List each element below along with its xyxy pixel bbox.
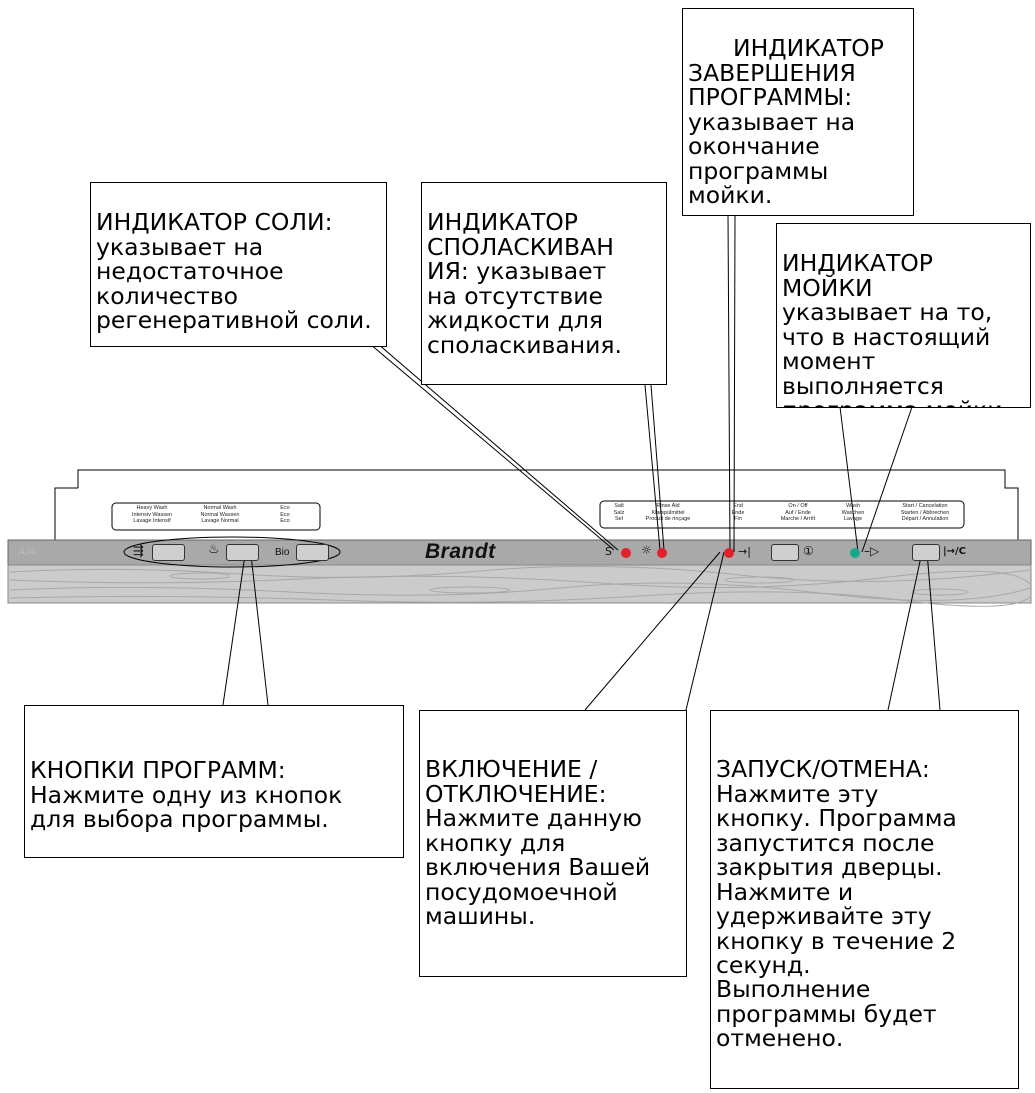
heavy-wash-label: Heavy Wash Intensiv Wassen Lavage Intens… [131,505,173,525]
on-off-callout: ВКЛЮЧЕНИЕ / ОТКЛЮЧЕНИЕ: Нажмите данную к… [419,710,687,977]
wash-indicator-text: ИНДИКАТОР МОЙКИ указывает на то, что в н… [782,249,1003,407]
rinse-aid-label: Rinse Aid Klarspülmittel Produit de rinç… [645,503,691,523]
normal-wash-label: Normal Wash Normal Wassen Lavage Normal [200,505,240,525]
eco-label: Eco Eco Eco [280,505,290,525]
start-leader-2 [926,551,941,711]
brand-logo: Brandt [425,540,496,563]
end-label: End Ende Fin [731,503,745,523]
start-cancel-callout: ЗАПУСК/ОТМЕНА: Нажмите эту кнопку. Прогр… [710,710,1019,1089]
rinse-indicator-text: ИНДИКАТОР СПОЛАСКИВАН ИЯ: указывает на о… [427,208,622,359]
bio-label: Bio [275,547,290,558]
onoff-leader [584,551,721,711]
rinse-indicator-light [657,548,667,558]
salt-indicator-light [621,548,631,558]
wash-icon: –▷ [864,544,880,558]
on-off-text: ВКЛЮЧЕНИЕ / ОТКЛЮЧЕНИЕ: Нажмите данную к… [425,755,651,931]
heavy-wash-icon: ⇶ [133,544,144,559]
eco-bio-button[interactable] [296,544,329,561]
wash-indicator-callout: ИНДИКАТОР МОЙКИ указывает на то, что в н… [776,223,1031,408]
wash-leader-2 [861,406,913,553]
end-indicator-text: ИНДИКАТОР ЗАВЕРШЕНИЯ ПРОГРАММЫ: указывае… [688,34,884,210]
start-cancel-label: Start / Cancelation Starten / Abbrechen … [900,503,950,523]
end-indicator-callout: ИНДИКАТОР ЗАВЕРШЕНИЯ ПРОГРАММЫ: указывае… [682,8,914,216]
end-leader [727,214,731,553]
salt-label: Salt Salz Sel [613,503,625,523]
onoff-leader-2 [685,551,725,711]
rinse-indicator-callout: ИНДИКАТОР СПОЛАСКИВАН ИЯ: указывает на о… [421,182,667,385]
wash-indicator-light [850,548,860,558]
start-cancel-icon: |→/C [943,546,967,557]
programs-leader [222,554,246,706]
program-buttons-callout: КНОПКИ ПРОГРАММ: Нажмите одну из кнопок … [24,705,404,858]
heavy-wash-button[interactable] [152,544,185,561]
wash-label: Wash Waschen Lavage [841,503,865,523]
on-off-label: On / Off Auf / Ende Marche / Arrêt [780,503,816,523]
start-cancel-text: ЗАПУСК/ОТМЕНА: Нажмите эту кнопку. Прогр… [716,755,957,1053]
end-indicator-light [724,548,734,558]
rinse-leader-2 [650,384,665,551]
logo-mark: A/A [18,546,36,558]
end-leader-2 [733,214,736,553]
start-cancel-button[interactable] [912,544,940,561]
salt-indicator-text: ИНДИКАТОР СОЛИ: указывает на недостаточн… [96,208,372,335]
on-off-button[interactable] [771,544,799,561]
rinse-leader [644,384,661,551]
salt-icon: S [605,545,612,558]
normal-wash-button[interactable] [226,544,259,561]
wood-panel [7,564,1032,604]
rinse-aid-icon: ☼ [641,543,652,557]
end-icon: →| [738,545,751,558]
start-leader [887,551,923,711]
salt-indicator-callout: ИНДИКАТОР СОЛИ: указывает на недостаточн… [90,182,387,347]
wash-leader [839,406,859,553]
programs-leader-2 [250,554,269,706]
normal-wash-icon: ♨ [208,542,220,557]
program-buttons-text: КНОПКИ ПРОГРАММ: Нажмите одну из кнопок … [30,756,343,834]
power-icon: ① [803,544,814,558]
